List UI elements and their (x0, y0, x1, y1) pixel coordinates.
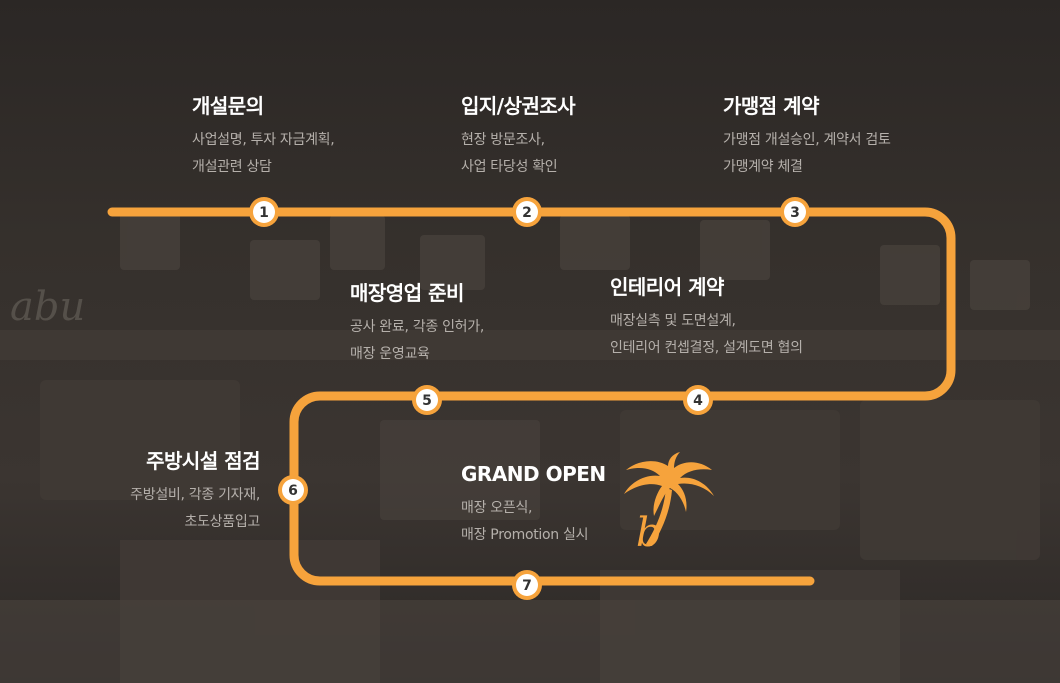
step-2-location-survey: 입지/상권조사 현장 방문조사, 사업 타당성 확인 (461, 93, 576, 181)
step-desc-line: 매장 운영교육 (350, 346, 430, 362)
step-title: 인테리어 계약 (610, 275, 724, 299)
step-desc-line: 매장실측 및 도면설계, (610, 313, 736, 329)
step-title: 주방시설 점검 (146, 449, 260, 473)
step-title: GRAND OPEN (461, 462, 606, 486)
step-6-kitchen-check: 주방시설 점검 주방설비, 각종 기자재, 초도상품입고 (130, 448, 260, 536)
step-4-interior-contract: 인테리어 계약 매장실측 및 도면설계, 인테리어 컨셉결정, 설계도면 협의 (610, 274, 803, 362)
step-desc-line: 초도상품입고 (184, 514, 261, 530)
palm-tree-logo-icon: b (624, 452, 714, 556)
step-number-7: 7 (512, 570, 542, 600)
step-5-store-preparation: 매장영업 준비 공사 완료, 각종 인허가, 매장 운영교육 (350, 280, 484, 368)
step-title: 개설문의 (192, 94, 264, 118)
step-number-label: 2 (522, 205, 532, 221)
step-title: 입지/상권조사 (461, 94, 576, 118)
step-desc-line: 가맹점 개설승인, 계약서 검토 (723, 132, 891, 148)
step-title: 가맹점 계약 (723, 94, 819, 118)
step-desc-line: 사업설명, 투자 자금계획, (192, 132, 335, 148)
svg-text:abu: abu (10, 284, 85, 330)
step-number-2: 2 (512, 197, 542, 227)
step-number-label: 3 (790, 205, 800, 221)
step-3-franchise-contract: 가맹점 계약 가맹점 개설승인, 계약서 검토 가맹계약 체결 (723, 93, 891, 181)
svg-text:b: b (636, 510, 662, 556)
step-number-4: 4 (683, 385, 713, 415)
step-desc-line: 인테리어 컨셉결정, 설계도면 협의 (610, 340, 803, 356)
step-desc-line: 공사 완료, 각종 인허가, (350, 319, 484, 335)
timeline-track (107, 207, 956, 586)
step-number-3: 3 (780, 197, 810, 227)
step-number-6: 6 (278, 475, 308, 505)
step-desc-line: 주방설비, 각종 기자재, (130, 487, 260, 503)
step-desc-line: 사업 타당성 확인 (461, 159, 558, 175)
step-desc-line: 가맹계약 체결 (723, 159, 803, 175)
step-number-label: 4 (693, 393, 703, 409)
step-number-label: 6 (288, 483, 298, 499)
step-7-grand-open: GRAND OPEN 매장 오픈식, 매장 Promotion 실시 (461, 461, 606, 549)
step-number-label: 1 (259, 205, 269, 221)
step-desc-line: 개설관련 상담 (192, 159, 272, 175)
step-desc-line: 매장 Promotion 실시 (461, 527, 589, 543)
step-number-5: 5 (412, 385, 442, 415)
step-1-consultation: 개설문의 사업설명, 투자 자금계획, 개설관련 상담 (192, 93, 335, 181)
step-desc-line: 매장 오픈식, (461, 500, 533, 516)
step-number-label: 5 (422, 393, 432, 409)
step-title: 매장영업 준비 (350, 281, 464, 305)
step-number-label: 7 (522, 578, 532, 594)
step-number-1: 1 (249, 197, 279, 227)
step-desc-line: 현장 방문조사, (461, 132, 545, 148)
